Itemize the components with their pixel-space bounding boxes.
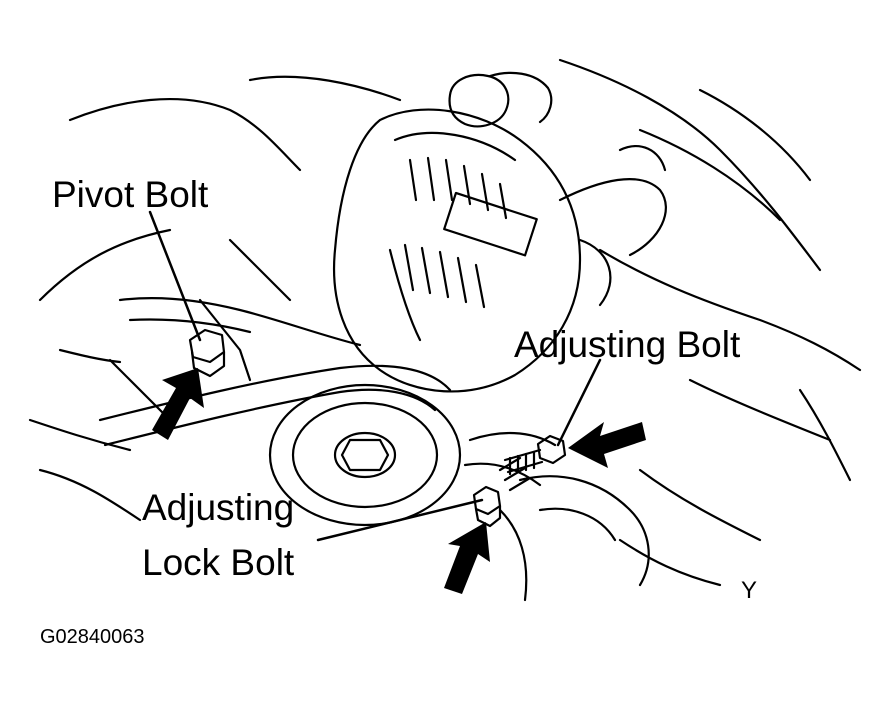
pivot-bolt-leader (148, 210, 202, 342)
lower-hose (498, 475, 650, 602)
pivot-bolt-head (188, 328, 226, 378)
mounting-bracket (118, 296, 362, 382)
adjusting-lock-bolt-label-line1: Adjusting (142, 487, 295, 528)
figure-id: G02840063 (40, 626, 145, 648)
alternator (333, 71, 667, 393)
adjusting-bolt-label: Adjusting Bolt (514, 324, 741, 365)
adjusting-lock-bolt-leader (316, 498, 484, 542)
pivot-bolt-arrow-icon (152, 368, 204, 440)
adjusting-bolt-head (503, 434, 567, 476)
pivot-bolt-label: Pivot Bolt (52, 174, 209, 215)
adjusting-bolt-leader (556, 358, 602, 447)
view-mark: Y (741, 577, 758, 604)
adjusting-bolt-arrow-icon (568, 422, 646, 468)
adjusting-lock-bolt-arrow-icon (444, 522, 490, 594)
adjusting-lock-bolt-head (472, 485, 502, 528)
crank-pulley (268, 383, 462, 527)
adjusting-lock-bolt-label-line2: Lock Bolt (142, 542, 295, 583)
